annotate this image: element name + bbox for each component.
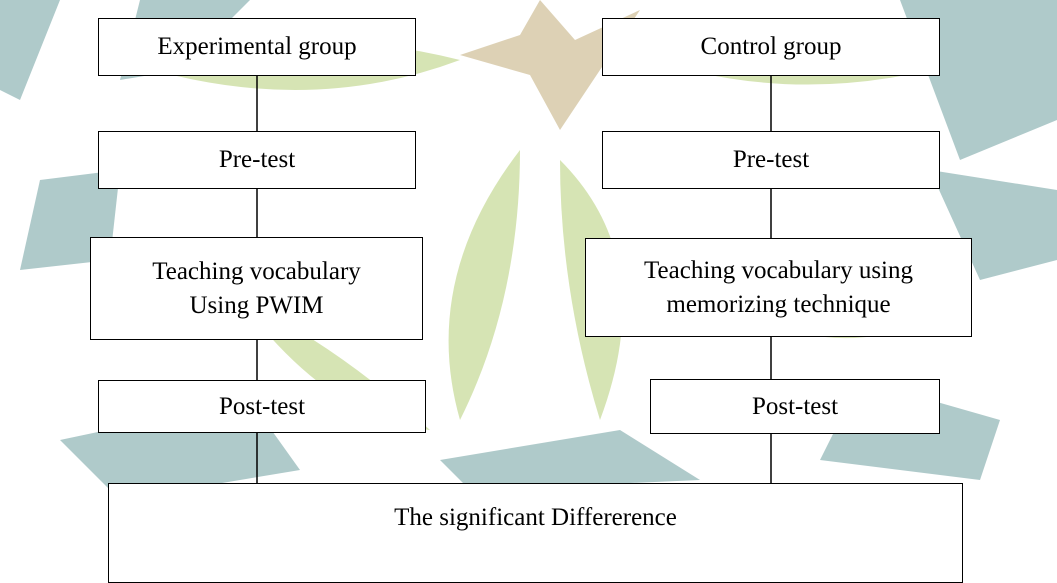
control-pretest-box: Pre-test <box>602 131 940 189</box>
experimental-treatment-line-2: Using PWIM <box>189 291 324 319</box>
experimental-posttest-label: Post-test <box>218 392 306 420</box>
control-treatment-text: Teaching vocabulary using memorizing tec… <box>644 254 913 322</box>
control-treatment-box: Teaching vocabulary using memorizing tec… <box>585 238 972 337</box>
experimental-group-label: Experimental group <box>157 33 357 60</box>
experimental-pretest-box: Pre-test <box>98 131 416 189</box>
connector-lines <box>256 76 772 483</box>
experimental-treatment-line-1: Teaching vocabulary <box>152 257 361 285</box>
experimental-posttest-box: Post-test <box>98 380 426 433</box>
experimental-treatment-text: Teaching vocabulary Using PWIM <box>152 255 361 323</box>
control-treatment-line-1: Teaching vocabulary using <box>644 256 913 284</box>
control-posttest-label: Post-test <box>751 392 839 420</box>
result-label: The significant Differerence <box>394 504 677 531</box>
experimental-treatment-box: Teaching vocabulary Using PWIM <box>90 237 423 340</box>
experimental-group-box: Experimental group <box>98 18 416 76</box>
control-group-box: Control group <box>602 18 940 76</box>
control-pretest-label: Pre-test <box>732 146 810 173</box>
control-posttest-box: Post-test <box>650 379 940 434</box>
control-treatment-line-2: memorizing technique <box>666 290 891 318</box>
experimental-pretest-label: Pre-test <box>218 146 296 173</box>
result-box: The significant Differerence <box>108 483 963 583</box>
control-group-label: Control group <box>700 33 842 60</box>
